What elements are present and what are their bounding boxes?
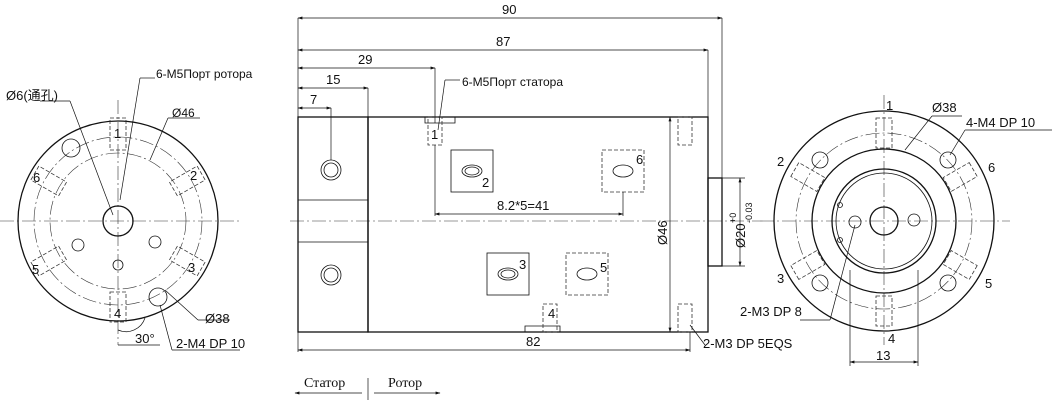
bottom-thread: 2-M3 DP 5EQS [703, 336, 793, 351]
bottom-length: 82 [526, 334, 540, 349]
right-port-number: 4 [888, 331, 895, 346]
side-port-number: 5 [600, 260, 607, 275]
through-hole-label: Ø6(通孔) [6, 88, 58, 103]
right-thread-label: 2-M3 DP 8 [740, 304, 802, 319]
width-label: 13 [876, 348, 890, 363]
right-pcd-label: Ø38 [932, 100, 957, 115]
left-pcd-label: Ø46 [172, 106, 195, 120]
rotor-label: Ротор [388, 376, 422, 391]
right-port-number: 2 [777, 154, 784, 169]
left-port-number: 2 [190, 168, 197, 183]
left-port-number: 1 [114, 126, 121, 141]
shaft [707, 177, 723, 267]
left-end-view: 6-M5Порт ротора Ø6(通孔) Ø46 Ø38 30° 2-M4 … [0, 67, 253, 351]
left-port-number: 5 [32, 262, 39, 277]
side-port-number: 1 [431, 127, 438, 142]
rotor-port-label: 6-M5Порт ротора [156, 67, 253, 81]
side-port-number: 6 [636, 152, 643, 167]
left-port-number: 4 [114, 306, 121, 321]
side-port-number: 3 [519, 257, 526, 272]
stator-port-offset: 29 [358, 52, 372, 67]
port-spacing: 8.2*5=41 [497, 198, 549, 213]
shaft-tol-upper: +0 [728, 213, 738, 223]
shaft-diameter: Ø20 [733, 223, 748, 248]
flange-length: 15 [326, 72, 340, 87]
first-hole-offset: 7 [310, 92, 317, 107]
left-port-number: 3 [188, 260, 195, 275]
left-center-bore [102, 205, 134, 237]
side-view: 90 87 29 15 7 6-M5Порт статора 8.2*5=41 … [290, 2, 793, 400]
left-pcd2-label: Ø38 [205, 311, 230, 326]
side-port-number: 2 [482, 175, 489, 190]
shaft-tol-lower: -0.03 [744, 202, 754, 223]
body-diameter: Ø46 [655, 220, 670, 245]
stator-flange [297, 116, 369, 333]
overall-length: 90 [502, 2, 516, 17]
right-port-number: 1 [886, 98, 893, 113]
stator-label: Статор [304, 376, 345, 391]
right-port-number: 5 [985, 276, 992, 291]
left-mount-hole [148, 287, 168, 307]
right-mount-label: 4-M4 DP 10 [966, 115, 1035, 130]
right-center-bore [869, 206, 899, 236]
right-port-number: 3 [777, 271, 784, 286]
left-mount-hole [61, 138, 81, 158]
right-outer-circle [773, 110, 995, 332]
right-end-view: Ø38 4-M4 DP 10 2-M3 DP 8 13 1 2 3 4 5 6 [740, 95, 1052, 366]
angle-label: 30° [135, 331, 155, 346]
body-length: 87 [496, 34, 510, 49]
left-mount-label: 2-M4 DP 10 [176, 336, 245, 351]
left-outer-circle [17, 120, 219, 322]
right-port-number: 6 [988, 160, 995, 175]
side-port-number: 4 [548, 306, 555, 321]
stator-port-label: 6-M5Порт статора [462, 75, 563, 89]
left-port-number: 6 [33, 170, 40, 185]
